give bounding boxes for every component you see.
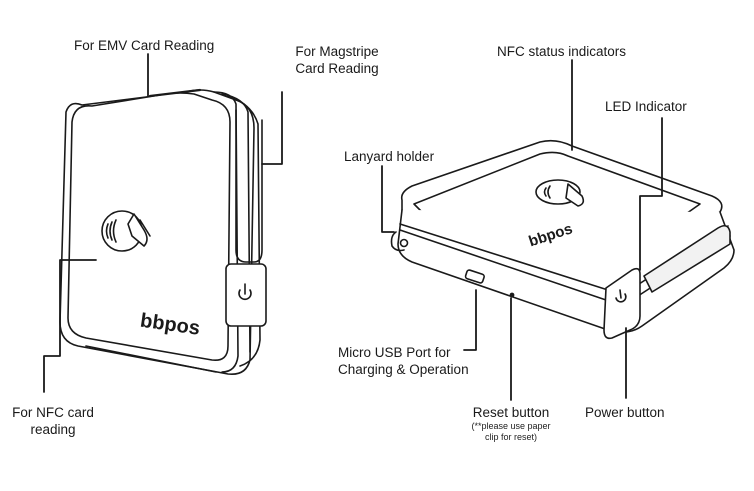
- label-lanyard-holder: Lanyard holder: [344, 149, 435, 164]
- nfc-contactless-icon-right: [535, 179, 585, 207]
- label-emv-card-reading: For EMV Card Reading: [74, 38, 215, 53]
- power-icon: [238, 283, 252, 301]
- label-micro-usb: Micro USB Port for Charging & Operation: [338, 344, 469, 378]
- leader-lines: [43, 53, 663, 401]
- label-reset-note-line1: (**please use paper: [471, 421, 551, 431]
- label-reset-title: Reset button: [472, 405, 550, 420]
- label-nfc-line1: For NFC card: [12, 405, 94, 420]
- label-usb-line2: Charging & Operation: [338, 362, 469, 377]
- label-led-indicator: LED Indicator: [605, 99, 687, 114]
- label-magstripe-line2: Card Reading: [295, 61, 379, 76]
- label-nfc-card-reading: For NFC card reading: [8, 404, 98, 438]
- label-usb-line1: Micro USB Port for: [338, 345, 451, 360]
- label-reset-button: Reset button (**please use paper clip fo…: [452, 404, 570, 443]
- left-device: [59, 88, 267, 376]
- power-icon-right: [615, 289, 627, 303]
- nfc-contactless-icon: [101, 210, 151, 252]
- label-reset-note-line2: clip for reset): [484, 432, 537, 442]
- label-nfc-status-indicators: NFC status indicators: [497, 44, 627, 59]
- label-magstripe-line1: For Magstripe: [295, 44, 379, 59]
- label-magstripe: For Magstripe Card Reading: [282, 43, 392, 77]
- label-power-button: Power button: [585, 405, 665, 420]
- label-nfc-line2: reading: [30, 422, 76, 437]
